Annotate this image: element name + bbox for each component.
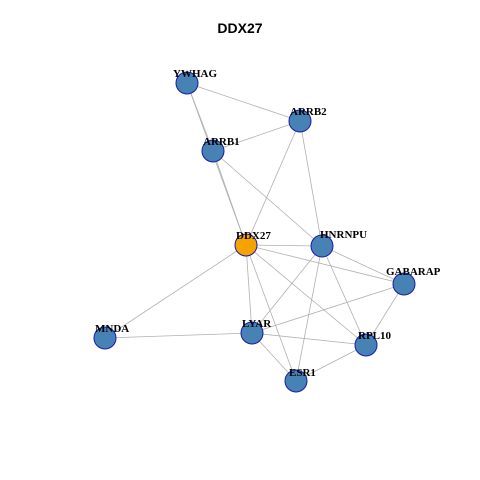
edge-ddx27-hnrnpu (245, 244, 323, 247)
node-circle (234, 233, 258, 257)
node-ddx27: DDX27 (234, 230, 271, 257)
edge-hnrnpu-lyar (251, 245, 323, 334)
node-circle (93, 326, 117, 350)
node-lyar: LYAR (240, 318, 272, 345)
edge-arrb1-hnrnpu (212, 150, 323, 247)
node-label: ESR1 (289, 367, 316, 379)
node-label: MNDA (95, 323, 129, 335)
node-arrb2: ARRB2 (288, 106, 327, 133)
edge-hnrnpu-gabarap (321, 245, 405, 285)
node-esr1: ESR1 (284, 367, 316, 393)
edge-mnda-lyar (104, 332, 253, 339)
edge-ddx27-gabarap (245, 244, 405, 285)
edge-ddx27-esr1 (245, 244, 297, 382)
edge-hnrnpu-esr1 (295, 245, 323, 382)
edge-ddx27-mnda (104, 244, 247, 339)
node-gabarap: GABARAP (386, 266, 441, 296)
edge-hnrnpu-rpl10 (321, 245, 367, 346)
node-circle (284, 369, 308, 393)
edge-ywhag-arrb2 (186, 82, 301, 122)
edge-ddx27-rpl10 (245, 244, 367, 346)
edge-rpl10-esr1 (295, 344, 367, 382)
node-label: RPL10 (358, 330, 392, 342)
node-circle (310, 234, 334, 258)
node-circle (201, 139, 225, 163)
node-circle (354, 333, 378, 357)
edge-ddx27-lyar (245, 244, 253, 334)
node-label: DDX27 (236, 230, 271, 242)
diagram-title: DDX27 (217, 20, 263, 36)
node-circle (288, 109, 312, 133)
node-hnrnpu: HNRNPU (310, 229, 367, 258)
node-circle (392, 272, 416, 296)
node-circle (175, 71, 199, 95)
edge-arrb2-arrb1 (212, 120, 301, 152)
edge-gabarap-lyar (251, 283, 405, 334)
edge-arrb2-ddx27 (245, 120, 301, 246)
edge-gabarap-rpl10 (365, 283, 405, 346)
node-label: GABARAP (386, 266, 441, 278)
edge-arrb2-hnrnpu (299, 120, 323, 247)
edge-arrb1-ddx27 (212, 150, 247, 246)
node-mnda: MNDA (93, 323, 129, 350)
node-label: HNRNPU (320, 229, 367, 241)
node-rpl10: RPL10 (354, 330, 392, 357)
node-label: ARRB2 (290, 106, 327, 118)
node-label: ARRB1 (203, 136, 240, 148)
node-label: LYAR (242, 318, 272, 330)
node-arrb1: ARRB1 (201, 136, 240, 163)
node-circle (240, 321, 264, 345)
node-ywhag: YWHAG (173, 68, 217, 95)
node-label: YWHAG (173, 68, 217, 80)
edge-lyar-rpl10 (251, 332, 367, 346)
